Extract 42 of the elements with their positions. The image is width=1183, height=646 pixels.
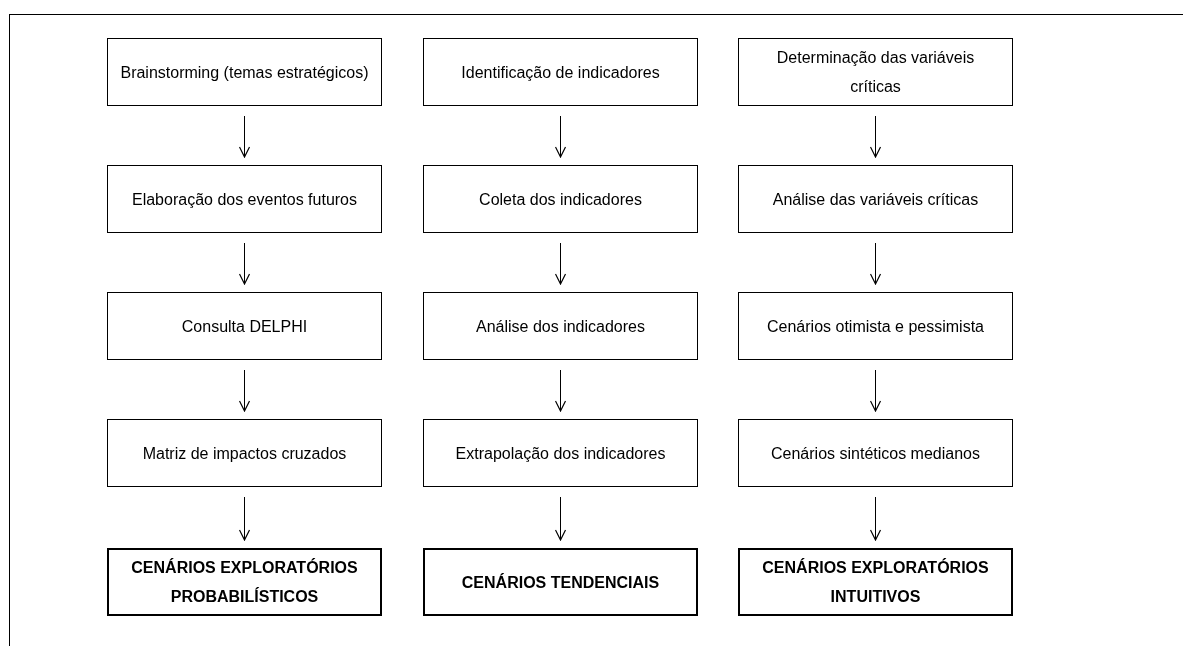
result-label: CENÁRIOS EXPLORATÓRIOS INTUITIVOS	[761, 557, 990, 607]
step-label: Análise das variáveis críticas	[772, 189, 979, 210]
step-label: Análise dos indicadores	[476, 316, 645, 337]
step-label: Determinação das variáveis críticas	[775, 48, 976, 97]
arrow	[238, 242, 251, 285]
arrow	[554, 496, 567, 541]
arrow	[869, 496, 882, 541]
arrow	[238, 369, 251, 412]
process-box	[107, 38, 382, 106]
arrow	[869, 115, 882, 158]
result-box	[107, 548, 382, 616]
step-label: Cenários sintéticos medianos	[771, 443, 980, 464]
result-box	[738, 548, 1013, 616]
arrow	[554, 242, 567, 285]
step-label: Consulta DELPHI	[181, 316, 308, 337]
process-box	[423, 419, 698, 487]
result-label: CENÁRIOS TENDENCIAIS	[461, 572, 660, 593]
process-box	[423, 292, 698, 360]
step-label: Identificação de indicadores	[461, 62, 660, 83]
process-box	[738, 292, 1013, 360]
arrow	[554, 369, 567, 412]
step-label: Elaboração dos eventos futuros	[132, 189, 357, 210]
result-box	[423, 548, 698, 616]
arrow	[238, 115, 251, 158]
step-label: Extrapolação dos indicadores	[455, 443, 666, 464]
process-box	[738, 165, 1013, 233]
arrow	[869, 242, 882, 285]
process-box	[423, 38, 698, 106]
result-label: CENÁRIOS EXPLORATÓRIOS PROBABILÍSTICOS	[130, 557, 359, 607]
step-label: Brainstorming (temas estratégicos)	[120, 62, 369, 83]
process-box	[423, 165, 698, 233]
process-box	[738, 38, 1013, 106]
arrow	[869, 369, 882, 412]
arrow	[238, 496, 251, 541]
arrow	[554, 115, 567, 158]
process-box	[107, 165, 382, 233]
step-label: Cenários otimista e pessimista	[767, 316, 984, 337]
process-box	[107, 419, 382, 487]
process-box	[738, 419, 1013, 487]
step-label: Coleta dos indicadores	[479, 189, 642, 210]
step-label: Matriz de impactos cruzados	[142, 443, 347, 464]
process-box	[107, 292, 382, 360]
